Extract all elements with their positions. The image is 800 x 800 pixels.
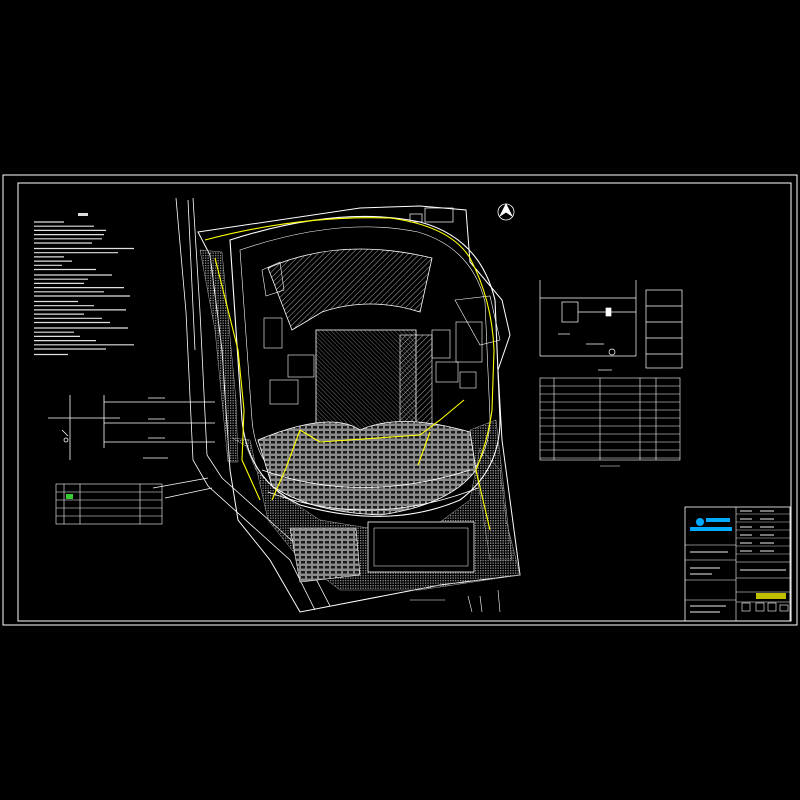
title-block bbox=[684, 506, 791, 622]
control-schematic bbox=[539, 280, 683, 371]
north-arrow-icon bbox=[497, 203, 515, 221]
drawing-number-box bbox=[756, 593, 786, 599]
cable-route bbox=[204, 217, 495, 531]
equipment-table bbox=[539, 377, 681, 467]
legend-marker bbox=[66, 494, 73, 499]
wiring-diagram-left bbox=[48, 395, 215, 460]
legend-table-left bbox=[55, 483, 163, 525]
company-logo-icon bbox=[690, 518, 732, 531]
site-plan bbox=[197, 205, 521, 613]
outer-frame bbox=[2, 174, 798, 626]
design-notes-block bbox=[34, 213, 134, 356]
inner-frame bbox=[17, 182, 792, 622]
